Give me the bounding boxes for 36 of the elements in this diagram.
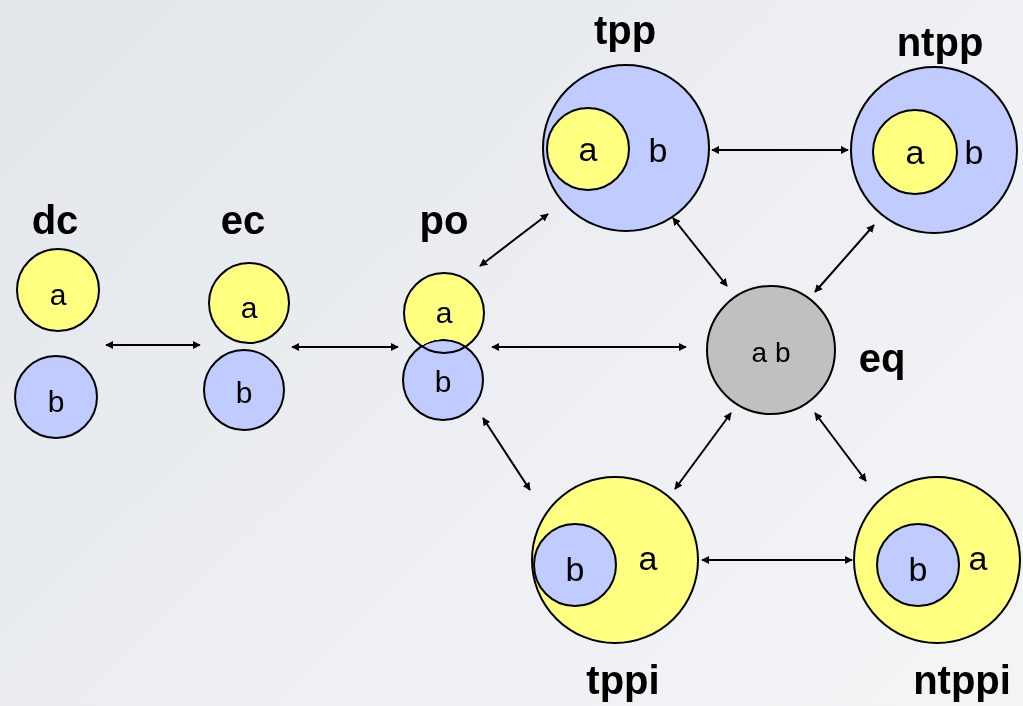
region-label: b	[565, 552, 585, 586]
region-label: a b	[751, 339, 791, 367]
relation-label: eq	[858, 338, 906, 378]
double-arrow	[105, 341, 201, 349]
region-label: b	[964, 135, 984, 169]
double-arrow	[674, 412, 732, 490]
double-arrow	[814, 224, 875, 293]
relation-label: dc	[31, 200, 79, 240]
region-label: a	[435, 298, 453, 328]
region-label: a	[905, 135, 925, 169]
region-label: b	[648, 133, 668, 167]
region-label: b	[235, 378, 253, 408]
region-label: a	[578, 132, 598, 166]
double-arrow	[291, 343, 399, 351]
region-label: b	[908, 552, 928, 586]
relation-label: ntppi	[913, 660, 1011, 700]
region-circle	[546, 107, 630, 191]
double-arrow	[711, 146, 849, 154]
relation-label: ec	[220, 200, 266, 240]
double-arrow	[482, 417, 531, 491]
double-arrow	[672, 217, 728, 287]
relation-label: ntpp	[896, 22, 984, 62]
double-arrow	[701, 556, 853, 564]
relation-label: tppi	[586, 660, 660, 700]
relation-label: tpp	[593, 10, 657, 50]
double-arrow	[814, 412, 867, 482]
region-label: a	[49, 280, 67, 310]
region-label: a	[240, 293, 258, 323]
region-label: a	[968, 541, 988, 575]
region-label: b	[434, 367, 452, 397]
region-label: b	[47, 387, 65, 417]
relation-label: po	[419, 200, 469, 240]
region-label: a	[638, 541, 658, 575]
double-arrow	[479, 213, 549, 267]
double-arrow	[491, 343, 687, 351]
region-circle	[533, 523, 617, 607]
